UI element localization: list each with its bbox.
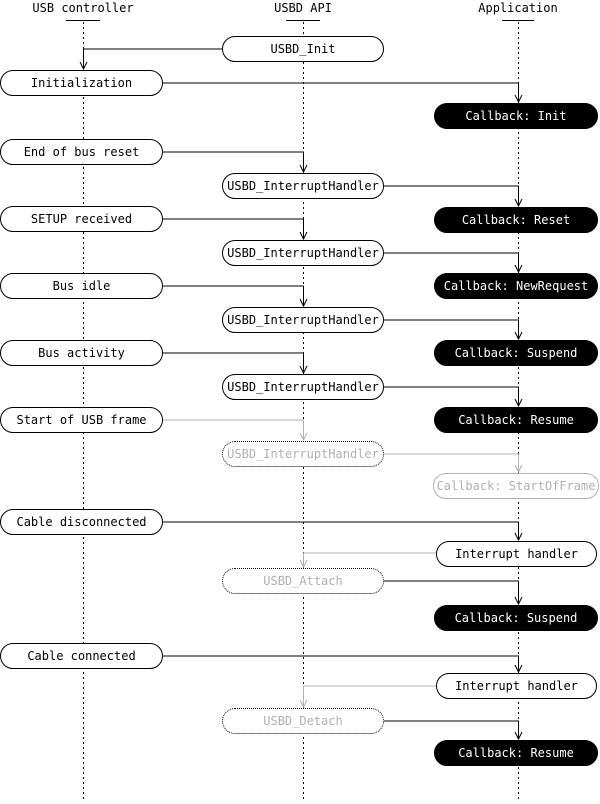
edge-ih3-callbacksuspend (384, 319, 519, 339)
edge-cableconnected-inthandler (163, 655, 519, 672)
arrowhead (299, 699, 308, 709)
edge-busactivity-ih4 (163, 352, 304, 373)
node-bus-idle: Bus idle (0, 273, 163, 299)
edge-ih2-callbacknewrequest (384, 252, 519, 272)
column-header-usbd-api: USBD API (274, 1, 332, 15)
arrowhead (299, 298, 308, 308)
arrowhead (514, 331, 523, 341)
edge-inthandler-usbdattach-inactive (303, 552, 436, 567)
column-header-usb-controller: USB controller (32, 1, 134, 15)
edge-cabledisconnected-inthandler (163, 521, 519, 540)
arrowhead (514, 198, 523, 208)
edge-busidle-ih3 (163, 285, 304, 306)
arrowhead (514, 264, 523, 274)
node-interrupt-handler-2: Interrupt handler (436, 673, 597, 699)
node-callback-startofframe-inactive: Callback: StartOfFrame (433, 473, 599, 499)
arrowhead (514, 596, 523, 606)
node-callback-suspend-1: Callback: Suspend (434, 340, 598, 366)
node-callback-init: Callback: Init (434, 103, 598, 129)
edge-usbdinit-initialization (83, 48, 222, 69)
node-callback-resume-2: Callback: Resume (434, 740, 598, 766)
arrowhead (299, 559, 308, 569)
node-end-of-bus-reset: End of bus reset (0, 139, 163, 165)
node-cable-connected: Cable connected (0, 643, 163, 669)
node-interrupt-handler-1: Interrupt handler (436, 541, 597, 567)
arrowhead (299, 365, 308, 375)
node-usbd-interrupthandler-2: USBD_InterruptHandler (222, 240, 384, 266)
arrowhead (299, 164, 308, 174)
edge-ih4-callbackresume (384, 386, 519, 406)
node-callback-newrequest: Callback: NewRequest (434, 273, 598, 299)
edge-setup-ih2 (163, 218, 304, 239)
node-usbd-interrupthandler-5-inactive: USBD_InterruptHandler (222, 441, 384, 467)
edge-busreset-ih1 (163, 151, 304, 172)
node-usbd-detach-inactive: USBD_Detach (222, 708, 384, 734)
node-callback-suspend-2: Callback: Suspend (434, 605, 598, 631)
edge-ih5-callbacksof-inactive (384, 453, 519, 472)
node-start-of-usb-frame: Start of USB frame (0, 407, 163, 433)
edge-usbddetach-callbackresume (384, 720, 519, 739)
node-usbd-init: USBD_Init (222, 36, 384, 62)
node-usbd-attach-inactive: USBD_Attach (222, 568, 384, 594)
node-cable-disconnected: Cable disconnected (0, 509, 163, 535)
arrowhead (514, 464, 523, 474)
edge-usbdattach-callbacksuspend (384, 580, 519, 604)
edge-initialization-callbackinit (163, 82, 519, 102)
node-usbd-interrupthandler-1: USBD_InterruptHandler (222, 173, 384, 199)
node-usbd-interrupthandler-3: USBD_InterruptHandler (222, 307, 384, 333)
node-initialization: Initialization (0, 70, 163, 96)
arrowhead (299, 432, 308, 442)
edge-sof-ih5-inactive (163, 419, 304, 440)
arrowhead (514, 731, 523, 741)
node-callback-resume-1: Callback: Resume (434, 407, 598, 433)
edge-inthandler-usbddetach-inactive (303, 685, 436, 707)
arrowhead (514, 532, 523, 542)
arrowhead (79, 61, 88, 71)
arrowhead (514, 664, 523, 674)
node-usbd-interrupthandler-4: USBD_InterruptHandler (222, 374, 384, 400)
node-callback-reset: Callback: Reset (434, 207, 598, 233)
arrowhead (299, 231, 308, 241)
node-bus-activity: Bus activity (0, 340, 163, 366)
node-setup-received: SETUP received (0, 206, 163, 232)
edge-ih1-callbackreset (384, 185, 519, 206)
column-header-application: Application (478, 1, 558, 15)
arrowhead (514, 94, 523, 104)
arrowhead (514, 398, 523, 408)
